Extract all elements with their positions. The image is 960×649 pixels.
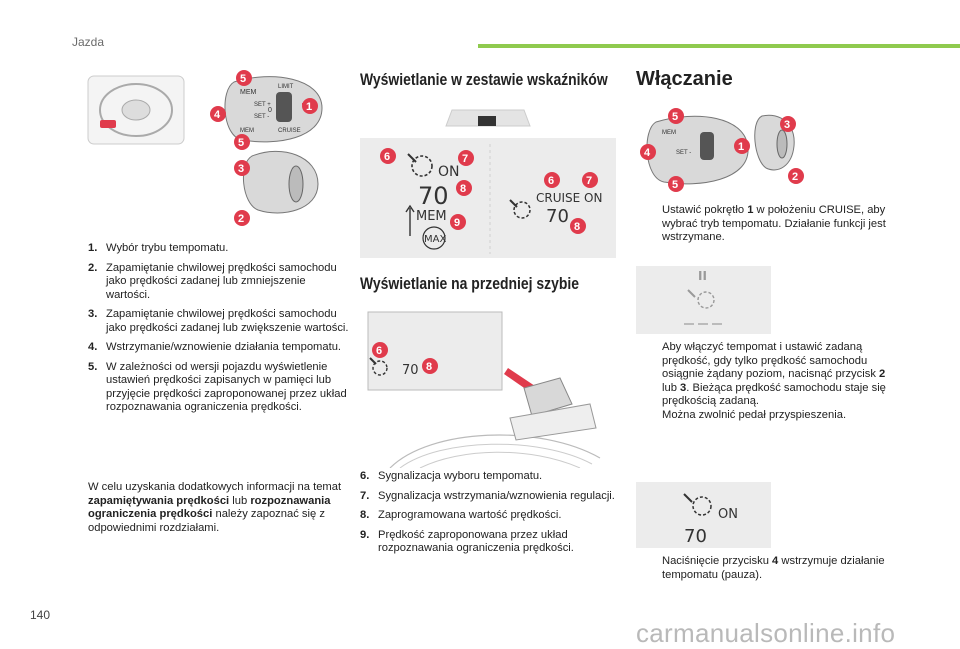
cluster-max-text: MAX [424,234,446,245]
callout-5-right-bottom: 5 [668,176,684,192]
heading-activation: Włączanie [636,68,733,90]
svg-text:3: 3 [784,119,790,131]
instruction-pause: Naciśnięcie przycisku 4 wstrzymuje dział… [662,555,885,581]
svg-text:7: 7 [586,175,592,187]
callout-8-right: 8 [570,218,586,234]
svg-text:7: 7 [462,153,468,165]
instruction-select-cruise: Ustawić pokrętło 1 w położeniu CRUISE, a… [662,204,886,243]
pause-indicator: II [698,269,707,283]
stalk-illustration-right: MEM SET - 5 4 1 5 3 2 [640,108,804,192]
instrument-cluster-illustration: ON 70 MEM MAX CRUISE ON 70 6 7 8 9 6 7 8 [360,104,616,258]
list-item: 9.Prędkość zaproponowana przez układ roz… [360,528,574,555]
list-item: 1.Wybór trybu tempomatu. [88,242,229,254]
list-item: 6.Sygnalizacja wyboru tempomatu. [360,470,543,482]
callout-3-right: 3 [780,116,796,132]
callout-7-right: 7 [582,172,598,188]
callout-6-right: 6 [544,172,560,188]
callout-8-left: 8 [456,180,472,196]
list-item: 7.Sygnalizacja wstrzymania/wznowienia re… [360,489,615,502]
callout-9: 9 [450,214,466,230]
svg-text:5: 5 [238,137,244,149]
svg-text:4: 4 [214,109,221,121]
hud-speed: 70 [402,363,419,378]
svg-text:8: 8 [426,361,432,373]
pause-display-panel: II [636,266,771,334]
svg-text:6: 6 [376,345,382,357]
callout-4: 4 [210,106,226,122]
callout-4-right: 4 [640,144,656,160]
callout-1: 1 [302,98,318,114]
cluster-speed-left: 70 [418,182,449,210]
cluster-mem-text: MEM [416,209,447,224]
watermark: carmanualsonline.info [636,618,896,648]
callout-5-bottom: 5 [234,134,250,150]
cluster-display-left: ON 70 MEM MAX [405,153,460,250]
stalk-label-mem: MEM [240,89,257,96]
list-item: 5.W zależności od wersji pojazdu wyświet… [88,360,347,414]
svg-text:5: 5 [240,73,246,85]
heading-windshield-display: Wyświetlanie na przedniej szybie [360,274,579,293]
svg-text:2: 2 [238,213,244,225]
on-display-panel: ON 70 [636,482,771,548]
stalk-label-zero: 0 [268,107,272,114]
callout-8-hud: 8 [422,358,438,374]
cluster-cruise-on-text: CRUISE ON [536,191,602,205]
svg-text:9: 9 [454,217,460,229]
list-item: 4.Wstrzymanie/wznowienie działania tempo… [88,341,342,353]
stalk-label-cruise: CRUISE [278,128,301,134]
steering-stalk-illustration: MEM LIMIT SET + SET - 0 CRUISE MEM 5 4 1… [87,70,323,226]
svg-text:8: 8 [574,221,580,233]
svg-text:6: 6 [384,151,390,163]
callout-1-right: 1 [734,138,750,154]
callout-5-right-top: 5 [668,108,684,124]
stalk-label-limit: LIMIT [278,84,294,90]
cluster-speed-right: 70 [546,206,569,227]
info-paragraph: W celu uzyskania dodatkowych informacji … [88,481,342,534]
stalk-label-set-minus-right: SET - [676,150,691,156]
svg-text:1: 1 [306,101,312,113]
steering-wheel-thumbnail [87,75,185,145]
callout-7-left: 7 [458,150,474,166]
cluster-display-right: CRUISE ON 70 [509,191,602,227]
heading-cluster-display: Wyświetlanie w zestawie wskaźników [360,70,608,89]
callout-6-left: 6 [380,148,396,164]
list-item: 3.Zapamiętanie chwilowej prędkości samoc… [88,308,349,334]
page-number: 140 [30,608,51,622]
callout-5-top: 5 [236,70,252,86]
callout-2: 2 [234,210,250,226]
instruction-activate: Aby włączyć tempomat i ustawić zadaną pr… [662,341,886,421]
on-panel-speed: 70 [684,526,707,547]
callout-3: 3 [234,160,250,176]
left-numbered-list: 1.Wybór trybu tempomatu. 2.Zapamiętanie … [88,242,350,421]
on-panel-text: ON [718,507,738,522]
stalk-label-mem-lower: MEM [240,128,254,134]
svg-text:6: 6 [548,175,554,187]
stalk-end-view [242,150,319,214]
svg-text:2: 2 [792,171,798,183]
stalk-label-mem-right: MEM [662,130,676,136]
svg-text:5: 5 [672,179,678,191]
svg-text:8: 8 [460,183,466,195]
list-item: 2.Zapamiętanie chwilowej prędkości samoc… [88,261,337,301]
middle-numbered-list: 6.Sygnalizacja wyboru tempomatu. 7.Sygna… [360,470,622,562]
section-bar [478,44,960,48]
section-label: Jazda [72,35,105,49]
head-up-display-illustration: 70 6 8 [367,311,601,468]
list-item: 8.Zaprogramowana wartość prędkości. [360,509,562,521]
stalk-label-set-plus: SET + [254,102,271,108]
callout-2-right: 2 [788,168,804,184]
stalk-label-set-minus: SET - [254,114,269,120]
cluster-on-text: ON [438,164,460,180]
svg-text:1: 1 [738,141,744,153]
svg-text:5: 5 [672,111,678,123]
callout-6-hud: 6 [372,342,388,358]
svg-text:3: 3 [238,163,244,175]
svg-text:4: 4 [644,147,651,159]
